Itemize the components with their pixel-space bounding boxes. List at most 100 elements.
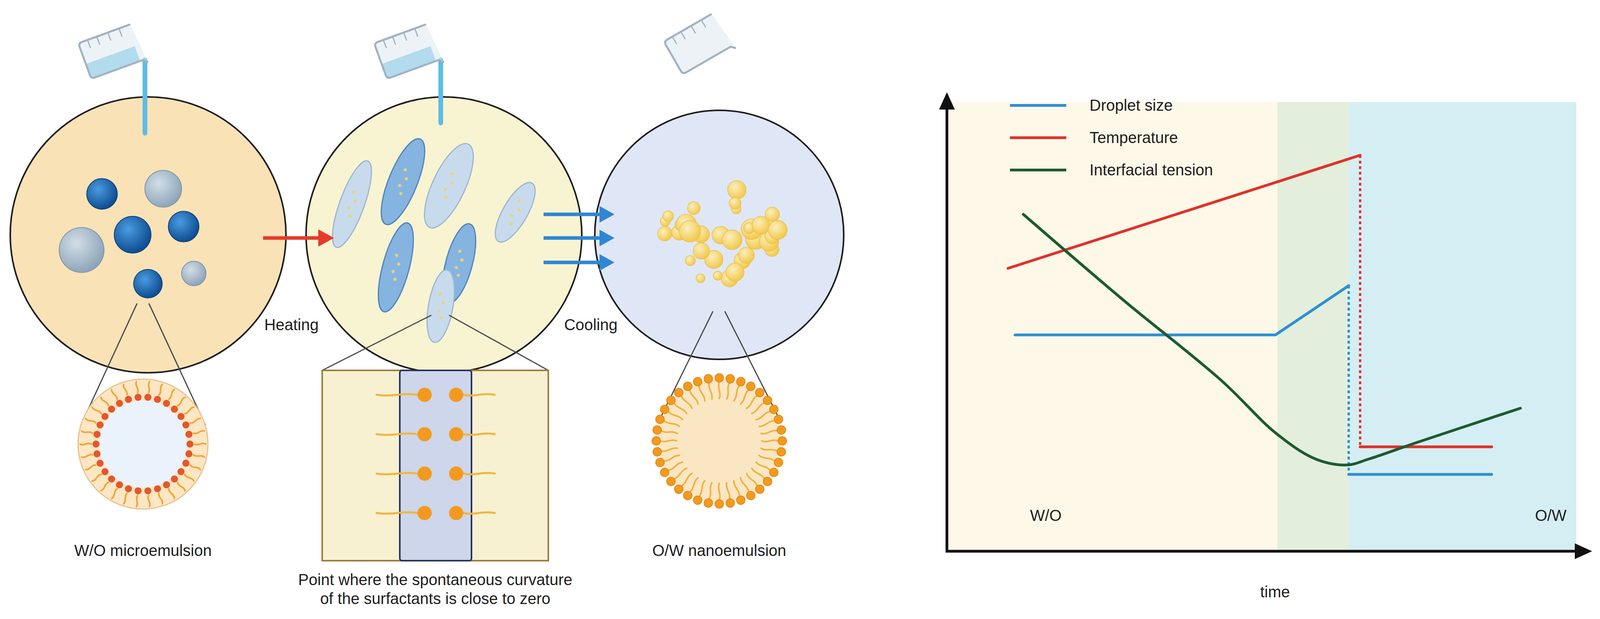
water-droplet <box>114 216 151 253</box>
surfactant-tail <box>726 482 730 499</box>
surfactant-tail <box>136 495 138 507</box>
surfactant-tail <box>673 402 687 414</box>
surfactant-tail <box>184 474 194 481</box>
surfactant-head <box>714 499 724 509</box>
legend-swatch <box>1009 168 1067 172</box>
zoom-leader <box>449 315 549 371</box>
beaker-body <box>663 11 736 78</box>
legend-text: Interfacial tension <box>1089 160 1214 180</box>
surfactant-head <box>417 426 432 442</box>
surfactant-head <box>154 484 162 492</box>
surfactant-tail <box>85 464 96 470</box>
surfactant-head <box>96 459 104 467</box>
surfactant-tail <box>100 397 109 406</box>
surfactant-tail <box>718 381 720 399</box>
surfactant-tail <box>111 488 117 499</box>
surfactant-head <box>774 458 783 467</box>
surfactant-head <box>674 387 684 397</box>
surfactant-tail <box>759 455 775 461</box>
surfactant-tail <box>463 433 495 435</box>
legend-text: Temperature <box>1089 128 1179 147</box>
legend-swatch <box>1009 103 1067 107</box>
surfactant-tail <box>708 382 712 400</box>
water-droplet <box>181 261 207 286</box>
cooling-arrow <box>543 260 602 265</box>
surfactant-tail <box>746 473 758 487</box>
surfactant-tail <box>681 473 693 487</box>
droplet-size-drop <box>1347 285 1350 475</box>
surfactant-head <box>163 399 171 407</box>
temperature-drop <box>1358 155 1362 447</box>
surfactant-head <box>93 450 101 458</box>
beaker-body <box>374 23 444 83</box>
surfactant-head <box>755 387 765 397</box>
cooling-arrow <box>543 212 602 217</box>
surfactant-head <box>449 426 464 442</box>
droplet-dot <box>351 190 356 195</box>
surfactant-head <box>651 436 661 446</box>
surfactant-head <box>185 430 193 438</box>
surfactant-head <box>725 374 735 383</box>
surfactant-head <box>177 467 185 476</box>
surfactant-tail <box>123 493 128 504</box>
surfactant-tail <box>746 395 758 409</box>
surfactant-tail <box>81 430 93 434</box>
surfactant-tail <box>726 382 730 400</box>
oil-droplet <box>657 226 672 242</box>
interfacial-tension-curve <box>1023 214 1521 465</box>
water-droplet <box>168 211 199 242</box>
stage-circle <box>306 96 582 373</box>
water-droplet <box>133 269 163 299</box>
surfactant-tail <box>681 395 693 409</box>
beaker <box>78 23 149 83</box>
caption-text: W/O microemulsion <box>5 540 281 560</box>
deformed-droplet <box>422 267 460 345</box>
beaker-mark <box>403 32 407 41</box>
cooling-arrow <box>543 236 602 240</box>
stage-circle <box>10 96 286 373</box>
droplet-dot <box>397 183 402 188</box>
caption-text: O/W nanoemulsion <box>581 540 858 560</box>
droplet-dot <box>516 207 522 212</box>
surfactant-head <box>736 495 746 505</box>
cooling-arrow-head <box>599 229 615 247</box>
droplet-dot <box>443 195 449 200</box>
surfactant-head <box>763 477 773 486</box>
droplet-dot <box>348 213 353 218</box>
water-droplet <box>144 170 182 208</box>
oil-droplet <box>693 242 710 259</box>
droplet-dot <box>509 213 514 218</box>
surfactant-tail <box>463 472 495 474</box>
droplet-dot <box>441 300 446 305</box>
surfactant-tail <box>661 430 678 434</box>
surfactant-tail <box>168 389 175 400</box>
surfactant-tail <box>158 384 163 395</box>
surfactant-head <box>703 374 713 383</box>
surfactant-tail <box>661 447 678 452</box>
surfactant-tail <box>673 467 687 479</box>
droplet-dot <box>436 308 440 312</box>
surfactant-head <box>746 491 756 500</box>
phase-label: W/O <box>1030 505 1062 525</box>
heating-arrow <box>263 236 322 240</box>
surfactant-head <box>92 440 100 448</box>
surfactant-head <box>186 440 194 448</box>
droplet-body <box>487 176 543 248</box>
beaker-mark <box>681 31 686 39</box>
surfactant-head <box>660 404 669 414</box>
surfactant-head <box>144 393 152 401</box>
surfactant-head <box>449 466 464 481</box>
surfactant-tail <box>740 389 749 404</box>
beaker-mark <box>701 19 706 28</box>
wo-micelle-inset: W/O microemulsion <box>5 377 281 560</box>
surfactant-tail <box>668 411 683 420</box>
surfactant-head <box>674 484 684 494</box>
surfactant-head <box>185 450 193 458</box>
droplet-dot <box>509 221 514 226</box>
temperature-curve <box>1360 445 1492 449</box>
surfactant-tail <box>92 474 102 481</box>
y-axis-head <box>939 92 955 110</box>
oil-droplet <box>722 230 743 250</box>
process-label: Heating <box>264 315 319 335</box>
